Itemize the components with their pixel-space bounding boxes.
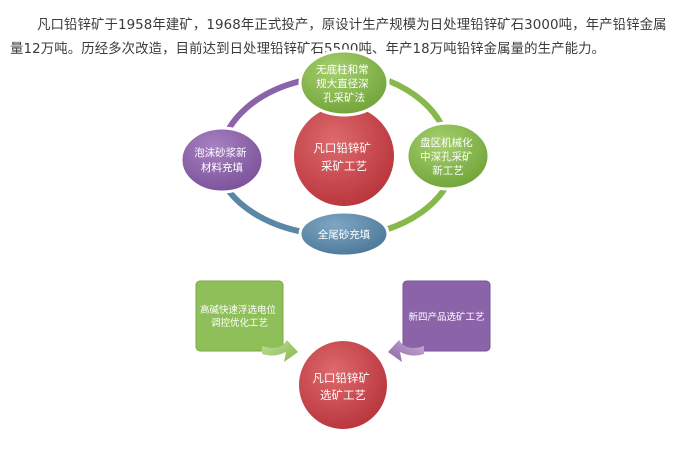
- processing-center-line-2: 选矿工艺: [320, 388, 366, 402]
- mining-top-line-3: 孔采矿法: [323, 91, 365, 104]
- mining-center-node: 凡口铅锌矿 采矿工艺: [294, 106, 394, 206]
- processing-left-line-2: 调控优化工艺: [211, 317, 268, 329]
- mining-bottom-node: 全尾砂充填: [298, 210, 390, 258]
- svg-text:盘区机械化 中深孔采矿 新工艺: 盘区机械化 中深孔采矿 新工艺: [420, 136, 476, 177]
- processing-center-line-1: 凡口铅锌矿: [312, 371, 370, 385]
- svg-text:泡沫砂浆新 材料充填: 泡沫砂浆新 材料充填: [194, 146, 250, 174]
- mining-top-line-1: 无底柱和常: [316, 63, 369, 76]
- ring-arc-top-right: [387, 78, 446, 130]
- arrow-right-to-center: [388, 340, 424, 362]
- processing-right-line-1: 新四产品选矿工艺: [408, 311, 484, 323]
- processing-center-node: 凡口铅锌矿 选矿工艺: [299, 341, 387, 429]
- mining-right-node: 盘区机械化 中深孔采矿 新工艺: [405, 121, 491, 191]
- mining-right-line-2: 中深孔采矿: [420, 150, 473, 163]
- intro-paragraph: 凡口铅锌矿于1958年建矿，1968年正式投产，原设计生产规模为日处理铅锌矿石3…: [10, 18, 667, 57]
- mining-left-node: 泡沫砂浆新 材料充填: [179, 126, 265, 194]
- mining-center-line-2: 采矿工艺: [321, 159, 367, 173]
- mining-top-node: 无底柱和常 规大直径深 孔采矿法: [298, 49, 390, 117]
- arrow-left-to-center: [262, 340, 298, 362]
- mining-bottom-line-1: 全尾砂充填: [318, 228, 371, 241]
- ring-arc-bottom-left: [225, 188, 304, 235]
- svg-text:凡口铅锌矿 选矿工艺: 凡口铅锌矿 选矿工艺: [312, 371, 373, 402]
- mining-center-line-1: 凡口铅锌矿: [313, 141, 371, 155]
- svg-text:新四产品选矿工艺: 新四产品选矿工艺: [408, 311, 484, 323]
- ring-arc-bottom-right: [384, 183, 450, 233]
- processing-right-box: 新四产品选矿工艺: [402, 280, 491, 352]
- svg-text:凡口铅锌矿 采矿工艺: 凡口铅锌矿 采矿工艺: [313, 141, 374, 173]
- mining-top-line-2: 规大直径深: [316, 77, 369, 90]
- mining-right-line-3: 新工艺: [432, 164, 464, 177]
- mining-right-line-1: 盘区机械化: [420, 136, 473, 149]
- processing-left-line-1: 高碱快速浮选电位: [200, 304, 277, 316]
- svg-text:无底柱和常 规大直径深 孔采矿法: 无底柱和常 规大直径深 孔采矿法: [316, 63, 372, 104]
- svg-text:全尾砂充填: 全尾砂充填: [318, 228, 371, 241]
- mining-left-line-1: 泡沫砂浆新: [194, 146, 247, 159]
- mining-left-line-2: 材料充填: [201, 161, 243, 174]
- processing-left-box: 高碱快速浮选电位 调控优化工艺: [195, 280, 284, 352]
- svg-text:高碱快速浮选电位 调控优化工艺: 高碱快速浮选电位 调控优化工艺: [200, 304, 279, 329]
